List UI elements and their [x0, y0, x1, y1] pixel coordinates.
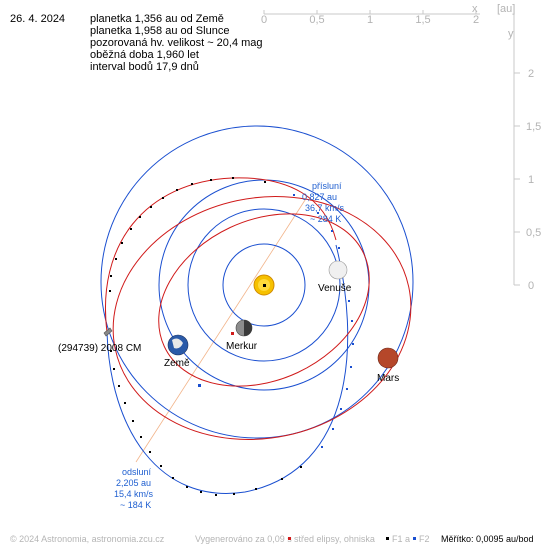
asteroid-orbit-inner	[158, 213, 370, 387]
mars-icon	[377, 347, 399, 369]
footer-legend-f2: F2	[419, 534, 430, 544]
orbit-points-blue	[198, 194, 354, 448]
y-tick-label: 0,5	[526, 227, 541, 239]
aphelion-temperature: ~ 184 K	[120, 500, 151, 510]
info-line: planetka 1,958 au od Slunce	[90, 25, 230, 37]
footer-generated: Vygenerováno za 0,09 s	[195, 534, 292, 544]
legend-f2-marker	[413, 537, 416, 540]
asteroid-orbit-arc-north	[105, 177, 337, 333]
focus-marker	[263, 284, 266, 287]
footer-copyright: © 2024 Astronomia, astronomia.zcu.cz	[10, 534, 165, 544]
x-tick-label: 0	[261, 14, 267, 26]
y-tick-label: 1	[528, 174, 534, 186]
y-unit-label: y	[508, 28, 514, 40]
info-line: planetka 1,356 au od Země	[90, 13, 224, 25]
legend-f1-marker	[386, 537, 389, 540]
info-line: pozorovaná hv. velikost ~ 20,4 mag	[90, 37, 263, 49]
y-tick-label: 1,5	[526, 121, 541, 133]
aphelion-speed: 15,4 km/s	[114, 489, 154, 499]
mercury-orbit	[222, 243, 306, 327]
mars-orbit	[100, 125, 414, 439]
x-unit-label: x	[472, 3, 478, 15]
footer-legend-center: střed elipsy, ohniska	[294, 534, 375, 544]
footer-legend-f1: F1 a	[392, 534, 410, 544]
earth-label: Země	[164, 358, 190, 369]
asteroid-orbit-arc-south	[106, 244, 349, 494]
apsidal-line	[135, 196, 308, 463]
axis-x	[263, 10, 480, 15]
y-tick-label: 0	[528, 280, 534, 292]
info-line: interval bodů 17,9 dnů	[90, 61, 199, 73]
asteroid-icon	[103, 327, 113, 337]
axis-y	[513, 14, 520, 286]
perihelion-speed: 36,7 km/s	[305, 203, 345, 213]
aphelion-title: odsluní	[122, 467, 152, 477]
mercury-shadow	[244, 320, 252, 336]
venus-label: Venuše	[318, 283, 352, 294]
x-tick-label: 0,5	[309, 14, 324, 26]
x-tick-label: 1	[367, 14, 373, 26]
perihelion-title: přísluní	[312, 181, 342, 191]
mercury-label: Merkur	[226, 341, 258, 352]
x-tick-label: 2	[473, 14, 479, 26]
asteroid-label: (294739) 2008 CM	[58, 343, 141, 354]
venus-icon	[328, 260, 348, 280]
mars-label: Mars	[377, 373, 399, 384]
y-tick-label: 2	[528, 68, 534, 80]
venus-orbit	[187, 208, 341, 362]
x-tick-label: 1,5	[415, 14, 430, 26]
orbit-points-red	[109, 177, 302, 496]
info-line: oběžná doba 1,960 let	[90, 49, 199, 61]
perihelion-temperature: ~ 284 K	[310, 214, 341, 224]
legend-center-marker	[288, 537, 291, 540]
unit-label: [au]	[497, 3, 515, 15]
aphelion-distance: 2,205 au	[116, 478, 151, 488]
perihelion-distance: 0,827 au	[302, 192, 337, 202]
earth-clouds	[172, 338, 183, 349]
date-label: 26. 4. 2024	[10, 13, 66, 25]
footer-scale: Měřítko: 0,0095 au/bod	[441, 534, 534, 544]
asteroid-orbit-red	[112, 196, 412, 440]
